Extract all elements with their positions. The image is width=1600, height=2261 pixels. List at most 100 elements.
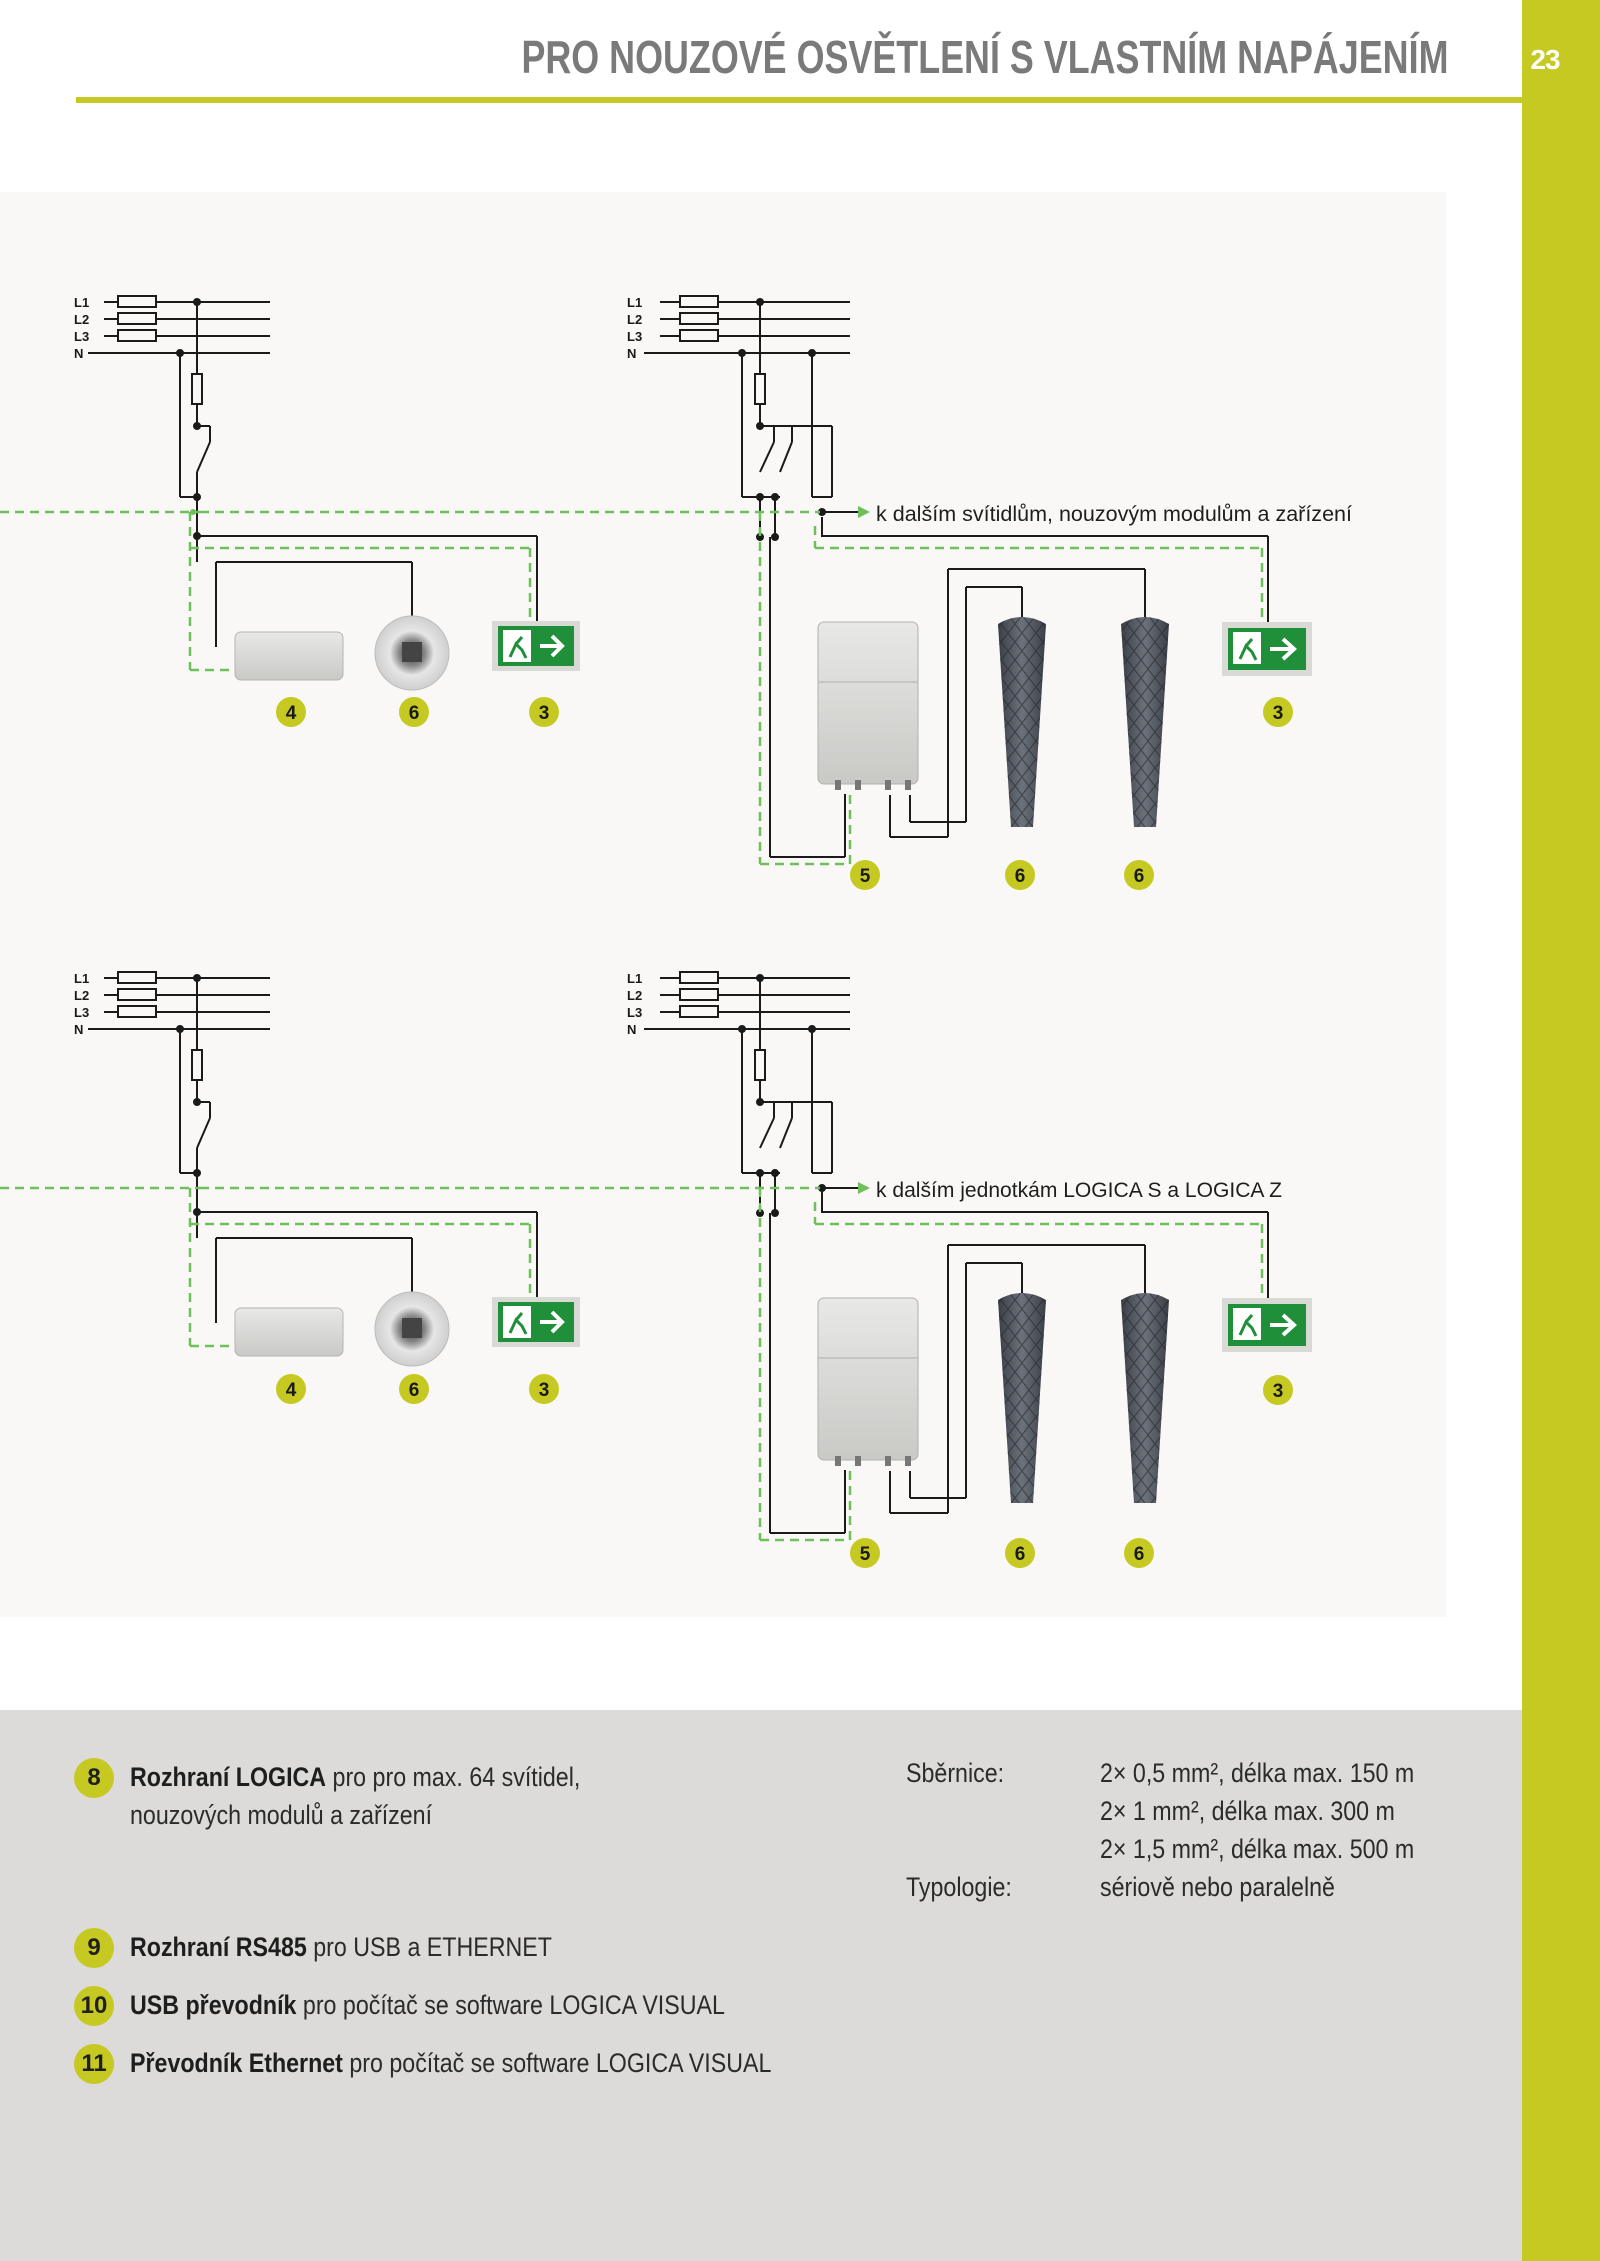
svg-text:6: 6 (1015, 1544, 1026, 1565)
wiring-diagrams: L1 L2 L3 N L1 L2 L3 N L1 L2 L3 N L1 L2 L… (0, 192, 1446, 1617)
diagram-bottom-right (644, 971, 1269, 1534)
phase-label-n: N (74, 1022, 83, 1037)
accent-sidebar (1522, 0, 1600, 2261)
badge-bottom-right-6a: 6 (1005, 1538, 1035, 1568)
badge-bottom-left-6: 6 (399, 1374, 429, 1404)
diagram-bottom-left (88, 971, 538, 1323)
badge-bottom-left-3: 3 (529, 1374, 559, 1404)
svg-text:3: 3 (1273, 1381, 1284, 1402)
topology-label: Typologie: (906, 1872, 1012, 1902)
exit-sign-3 (492, 1297, 580, 1347)
arrow-top (832, 506, 870, 518)
badge-bottom-right-5: 5 (850, 1538, 880, 1568)
badge-top-left-4: 4 (276, 697, 306, 727)
bus-label: Sběrnice: (906, 1758, 1005, 1788)
legend-number-badge: 10 (74, 1986, 114, 2026)
legend-item-11: 11 Převodník Ethernet pro počítač se sof… (74, 2044, 876, 2084)
phase-label-l2: L2 (627, 312, 642, 327)
badge-top-right-3: 3 (1263, 697, 1293, 727)
svg-text:3: 3 (539, 703, 550, 724)
svg-text:6: 6 (1015, 866, 1026, 887)
luminaire-3 (998, 1293, 1046, 1503)
legend-description: pro počítač se software LOGICA VISUAL (296, 1990, 725, 2020)
legend-description: pro pro max. 64 svítidel, (326, 1762, 581, 1792)
bus-spec-2: 2× 1 mm², délka max. 300 m (1100, 1796, 1395, 1826)
logica-control-unit-2 (817, 1297, 919, 1466)
topology-value: sériově nebo paralelně (1100, 1872, 1335, 1902)
emergency-module-device (234, 631, 344, 681)
legend-title: USB převodník (130, 1990, 297, 2020)
badge-top-right-6b: 6 (1124, 860, 1154, 890)
svg-text:4: 4 (286, 1380, 297, 1401)
svg-text:6: 6 (1134, 866, 1145, 887)
svg-text:6: 6 (409, 703, 420, 724)
svg-text:6: 6 (1134, 1544, 1145, 1565)
diagram-top-right (644, 295, 1269, 858)
phase-label-l1: L1 (627, 971, 642, 986)
svg-text:5: 5 (860, 866, 871, 887)
phase-label-l3: L3 (74, 329, 89, 344)
header-rule (76, 97, 1522, 103)
phase-label-l3: L3 (627, 1005, 642, 1020)
bus-spec-1: 2× 0,5 mm², délka max. 150 m (1100, 1758, 1415, 1788)
legend-item-8: 8 Rozhraní LOGICA pro pro max. 64 svítid… (74, 1758, 654, 1834)
exit-sign-4 (1222, 1298, 1312, 1352)
phase-label-l1: L1 (74, 971, 89, 986)
badge-top-left-3: 3 (529, 697, 559, 727)
phase-label-n: N (627, 1022, 636, 1037)
page-number: 23 (1530, 44, 1560, 75)
badge-top-right-6a: 6 (1005, 860, 1035, 890)
phase-label-l1: L1 (74, 295, 89, 310)
phase-label-l3: L3 (627, 329, 642, 344)
legend-item-10: 10 USB převodník pro počítač se software… (74, 1986, 822, 2026)
badge-bottom-right-6b: 6 (1124, 1538, 1154, 1568)
legend-panel: 8 Rozhraní LOGICA pro pro max. 64 svítid… (0, 1710, 1522, 2261)
svg-text:3: 3 (539, 1380, 550, 1401)
phase-label-l1: L1 (627, 295, 642, 310)
phase-label-l3: L3 (74, 1005, 89, 1020)
emergency-module-device-2 (234, 1307, 344, 1357)
luminaire-1 (998, 617, 1046, 827)
bus-line-bottom-left (0, 1186, 532, 1348)
legend-number-badge: 9 (74, 1928, 114, 1968)
exit-sign (492, 621, 580, 671)
legend-description: pro počítač se software LOGICA VISUAL (342, 2048, 772, 2078)
bus-line-top-right (200, 510, 1264, 866)
legend-description-line2: nouzových modulů a zařízení (130, 1800, 433, 1830)
badge-top-right-5: 5 (850, 860, 880, 890)
badge-top-left-6: 6 (399, 697, 429, 727)
svg-text:5: 5 (860, 1544, 871, 1565)
phase-label-l2: L2 (74, 988, 89, 1003)
svg-text:3: 3 (1273, 703, 1284, 724)
luminaire-4 (1121, 1293, 1169, 1503)
legend-number-badge: 11 (74, 2044, 114, 2084)
legend-title: Rozhraní LOGICA (130, 1762, 327, 1792)
wiring-diagrams-svg: L1 L2 L3 N L1 L2 L3 N L1 L2 L3 N L1 L2 L… (0, 295, 1352, 1568)
bus-spec-3: 2× 1,5 mm², délka max. 500 m (1100, 1834, 1415, 1864)
badge-bottom-right-3: 3 (1263, 1375, 1293, 1405)
legend-title: Převodník Ethernet (130, 2048, 343, 2078)
ceiling-sensor-light-2 (374, 1291, 450, 1367)
svg-text:6: 6 (409, 1380, 420, 1401)
annotation-bottom: k dalším jednotkám LOGICA S a LOGICA Z (876, 1179, 1282, 1202)
arrow-bottom (832, 1182, 870, 1194)
phase-label-n: N (74, 346, 83, 361)
bus-line-bottom-right (200, 1186, 1264, 1542)
diagram-top-left (88, 295, 538, 647)
exit-sign-2 (1222, 622, 1312, 676)
legend-number-badge: 8 (74, 1758, 114, 1798)
legend-description: pro USB a ETHERNET (306, 1932, 552, 1962)
page-title: PRO NOUZOVÉ OSVĚTLENÍ S VLASTNÍM NAPÁJEN… (521, 31, 1448, 83)
annotation-top: k dalším svítidlům, nouzovým modulům a z… (876, 503, 1352, 526)
phase-label-l2: L2 (74, 312, 89, 327)
badge-bottom-left-4: 4 (276, 1374, 306, 1404)
phase-label-n: N (627, 346, 636, 361)
legend-item-9: 9 Rozhraní RS485 pro USB a ETHERNET (74, 1928, 621, 1968)
legend-title: Rozhraní RS485 (130, 1932, 307, 1962)
logica-control-unit (817, 621, 919, 790)
ceiling-sensor-light (374, 615, 450, 691)
luminaire-2 (1121, 617, 1169, 827)
bus-line-top-left (0, 510, 532, 672)
svg-text:4: 4 (286, 703, 297, 724)
phase-label-l2: L2 (627, 988, 642, 1003)
